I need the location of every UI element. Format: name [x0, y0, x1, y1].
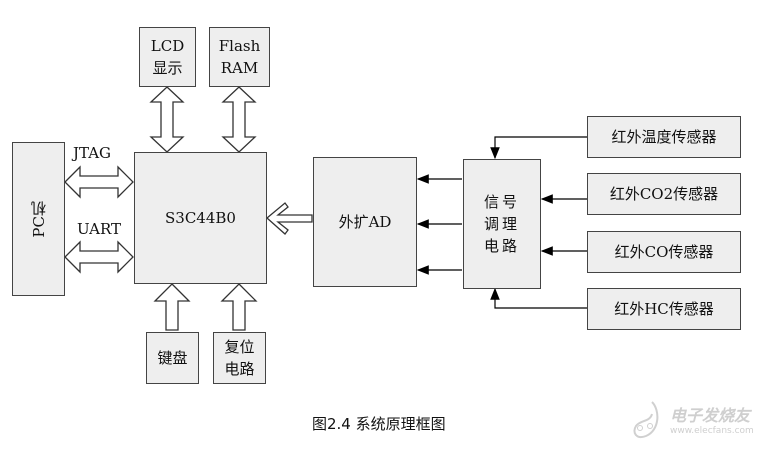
reset-label-2: 电路	[224, 360, 255, 378]
mcu-label: S3C44B0	[165, 209, 236, 227]
figure-caption: 图2.4 系统原理框图	[312, 415, 446, 433]
lcd-block: LCD 显示	[139, 27, 196, 87]
mcu-block: S3C44B0	[134, 152, 267, 284]
jtag-label: JTAG	[73, 144, 112, 162]
sensor-label: 红外HC传感器	[614, 300, 714, 318]
adc-to-mcu-arrow	[266, 202, 313, 235]
watermark-url: www.elecfans.com	[670, 426, 754, 436]
uart-label: UART	[77, 220, 122, 238]
lcd-bus-arrow	[149, 86, 185, 153]
signal-label-3: 电路	[483, 237, 520, 255]
keyboard-arrow	[153, 283, 191, 331]
lcd-label-1: LCD	[150, 37, 185, 55]
watermark-logo-text: 电子发烧友	[670, 406, 751, 425]
hc-sensor-line	[490, 287, 587, 309]
sensor-block-temp: 红外温度传感器	[587, 116, 741, 158]
flash-label-2: RAM	[220, 59, 259, 77]
pc-block: PC机	[12, 142, 65, 296]
watermark: 电子发烧友 www.elecfans.com	[630, 398, 760, 444]
keyboard-label: 键盘	[157, 349, 188, 367]
flash-label-1: Flash	[218, 37, 261, 55]
sensor-label: 红外CO传感器	[614, 243, 714, 261]
flash-bus-arrow	[221, 86, 257, 153]
signal-label-1: 信号	[483, 193, 520, 211]
signal-conditioning-block: 信号 调理 电路	[463, 159, 541, 289]
temp-sensor-line	[490, 136, 587, 160]
reset-block: 复位 电路	[213, 332, 266, 384]
sensor-label: 红外CO2传感器	[609, 185, 719, 203]
reset-label-1: 复位	[224, 338, 255, 356]
sensor-block-hc: 红外HC传感器	[587, 288, 741, 330]
watermark-logo-icon	[633, 401, 659, 438]
uart-bus-arrow	[64, 240, 134, 274]
lcd-label-2: 显示	[152, 59, 183, 77]
sensor-block-co: 红外CO传感器	[587, 231, 741, 273]
sensor-block-co2: 红外CO2传感器	[587, 173, 741, 215]
keyboard-block: 键盘	[146, 332, 199, 384]
adc-label: 外扩AD	[338, 213, 392, 231]
reset-arrow	[220, 283, 258, 331]
flash-ram-block: Flash RAM	[209, 27, 270, 87]
pc-label: PC机	[29, 200, 48, 238]
adc-block: 外扩AD	[313, 157, 417, 287]
jtag-bus-arrow	[64, 165, 134, 199]
sensor-label: 红外温度传感器	[611, 128, 717, 146]
signal-label-2: 调理	[483, 215, 520, 233]
